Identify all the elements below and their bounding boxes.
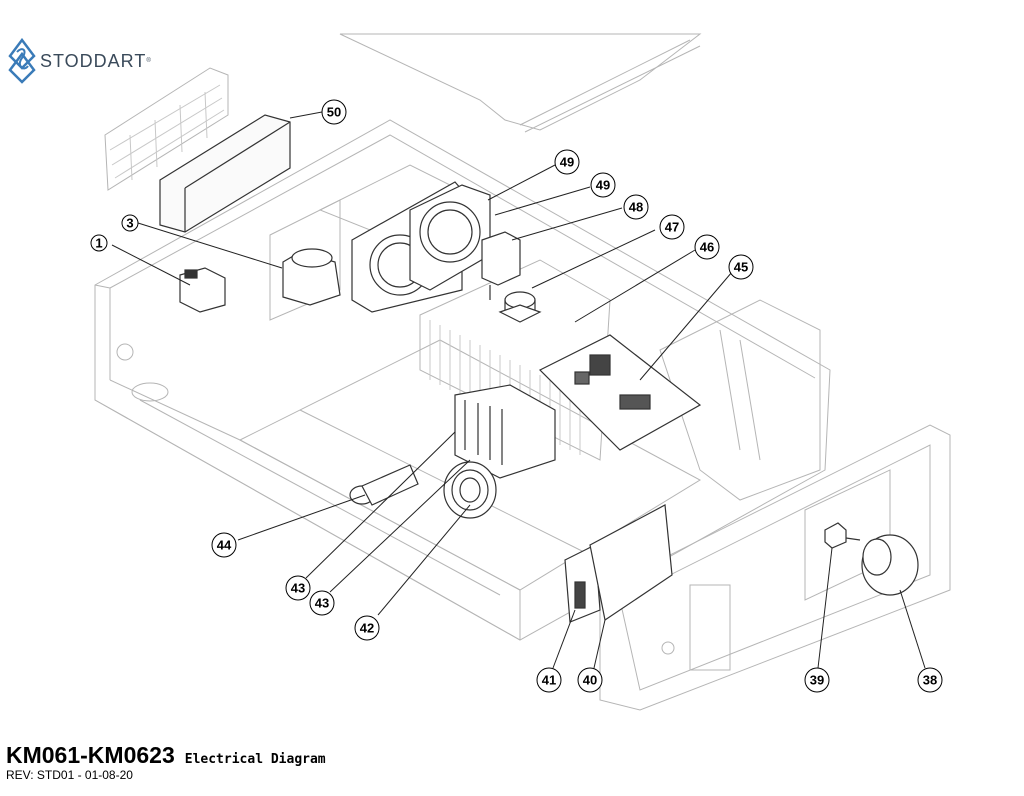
callout-label: 46: [700, 240, 714, 255]
callout-47: 47: [659, 214, 685, 240]
revision-label: REV: STD01 - 01-08-20: [6, 768, 133, 782]
callout-circle: [917, 667, 943, 693]
callout-circle: [211, 532, 237, 558]
cabinet-lines: [94, 33, 951, 711]
callout-label: 49: [596, 178, 610, 193]
callout-48: 48: [623, 194, 649, 220]
callout-label: 49: [560, 155, 574, 170]
callout-label: 41: [542, 673, 556, 688]
callout-label: 40: [583, 673, 597, 688]
callout-label: 39: [810, 673, 824, 688]
callout-group: 50 49 49 48 47 46 45 3 1 44 43 43 42 41 40 39 38: [90, 99, 943, 693]
callout-43: 43: [285, 575, 311, 601]
callout-42: 42: [354, 615, 380, 641]
model-title: KM061-KM0623: [6, 742, 175, 768]
callout-circle: [659, 214, 685, 240]
title-block: KM061-KM0623 Electrical Diagram: [6, 742, 326, 769]
callout-circle: [804, 667, 830, 693]
callout-40: 40: [577, 667, 603, 693]
callout-circle: [728, 254, 754, 280]
callout-circle: [309, 590, 335, 616]
callout-circle: [321, 99, 347, 125]
callout-circle: [285, 575, 311, 601]
callout-circle: [590, 172, 616, 198]
callout-43: 43: [309, 590, 335, 616]
callout-circle: [121, 214, 139, 232]
callout-39: 39: [804, 667, 830, 693]
callout-38: 38: [917, 667, 943, 693]
callout-circle: [694, 234, 720, 260]
callout-circle: [354, 615, 380, 641]
callout-circle: [623, 194, 649, 220]
callout-label: 38: [923, 673, 937, 688]
callout-circle: [554, 149, 580, 175]
callout-label: 1: [95, 236, 102, 251]
callout-3: 3: [121, 214, 139, 232]
diagram-subtitle: Electrical Diagram: [184, 752, 326, 767]
callout-label: 50: [327, 105, 341, 120]
component-lines: [159, 114, 919, 623]
callout-44: 44: [211, 532, 237, 558]
callout-label: 45: [734, 260, 748, 275]
callout-label: 3: [126, 216, 133, 231]
brand-registered-mark: ®: [146, 58, 151, 64]
callout-49: 49: [590, 172, 616, 198]
callout-label: 43: [315, 596, 329, 611]
callout-41: 41: [536, 667, 562, 693]
callout-49: 49: [554, 149, 580, 175]
brand-name: STODDART: [40, 50, 147, 71]
callout-circle: [90, 234, 108, 252]
callout-46: 46: [694, 234, 720, 260]
callout-45: 45: [728, 254, 754, 280]
leader-lines: [111, 111, 926, 669]
callout-label: 44: [217, 538, 232, 553]
callout-label: 42: [360, 621, 374, 636]
callout-label: 48: [629, 200, 643, 215]
callout-1: 1: [90, 234, 108, 252]
callout-50: 50: [321, 99, 347, 125]
callout-label: 47: [665, 220, 679, 235]
callout-label: 43: [291, 581, 305, 596]
brand-logo: STODDART®: [8, 38, 151, 84]
callout-circle: [577, 667, 603, 693]
stoddart-logo-icon: [8, 38, 36, 84]
callout-circle: [536, 667, 562, 693]
